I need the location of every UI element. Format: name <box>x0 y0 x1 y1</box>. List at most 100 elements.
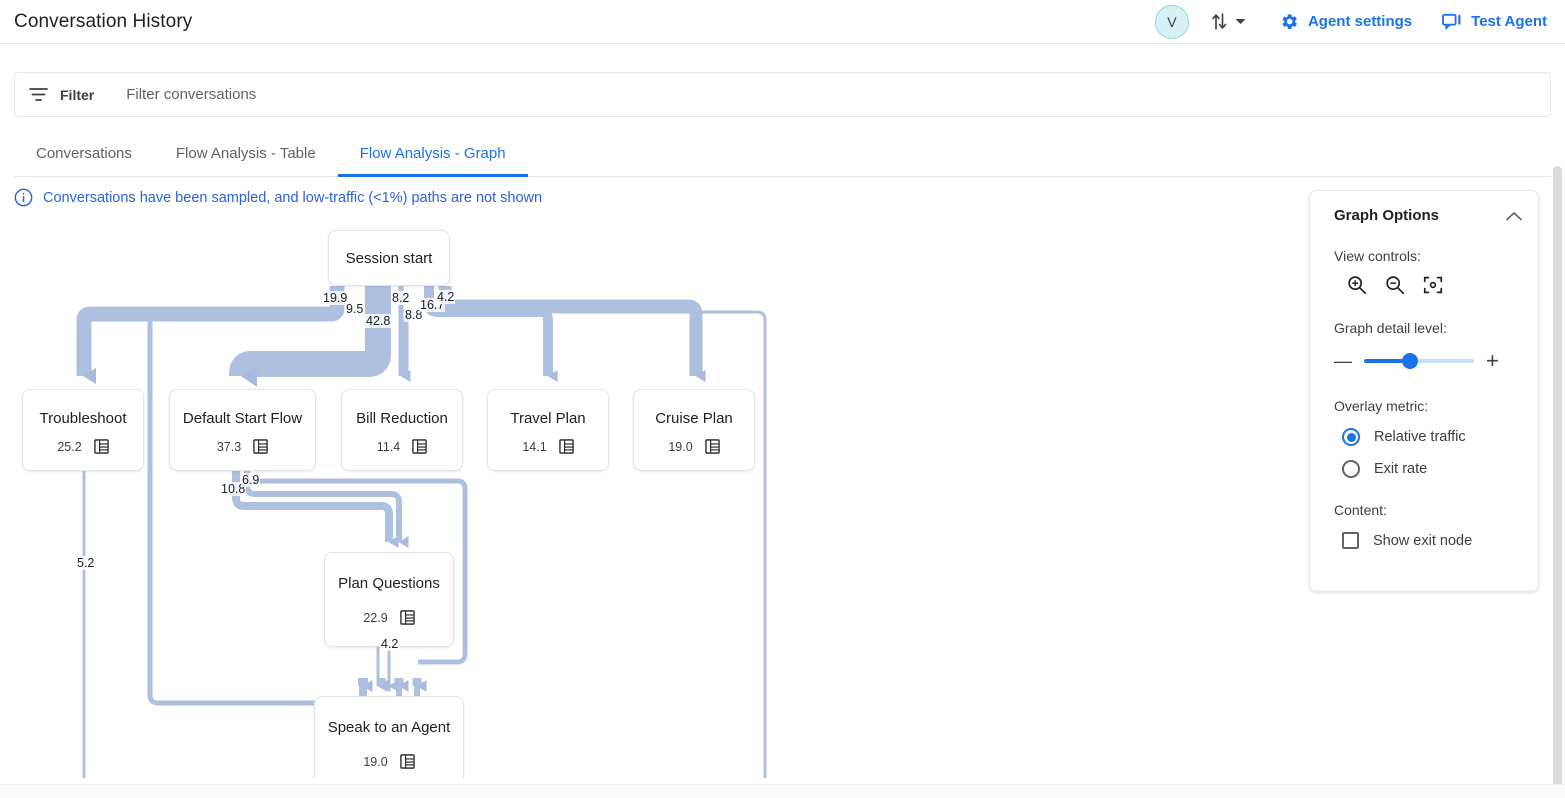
node-value: 19.0 <box>363 754 388 769</box>
node-meta: 19.0 <box>668 439 720 454</box>
info-icon <box>14 188 33 207</box>
checkbox-show-exit-node[interactable]: Show exit node <box>1342 532 1538 549</box>
radio-relative-traffic[interactable]: Relative traffic <box>1342 428 1538 446</box>
top-bar: Conversation History V Agent settings <box>0 0 1565 44</box>
sort-arrows-icon <box>1212 13 1227 30</box>
table-view-icon[interactable] <box>399 754 415 769</box>
test-agent-label: Test Agent <box>1471 13 1547 30</box>
zoom-in-icon[interactable] <box>1346 274 1368 296</box>
graph-options-panel: Graph Options View controls: Graph detai… <box>1309 190 1539 592</box>
vertical-scrollbar[interactable] <box>1553 166 1562 794</box>
fit-to-screen-icon[interactable] <box>1422 274 1444 296</box>
filter-label: Filter <box>60 86 95 103</box>
tab-flow-analysis-graph[interactable]: Flow Analysis - Graph <box>337 133 528 177</box>
edge-label: 42.8 <box>365 314 392 328</box>
node-meta: 22.9 <box>363 610 415 625</box>
view-controls-label: View controls: <box>1334 248 1421 264</box>
node-value: 19.0 <box>668 439 693 454</box>
overlay-metric-label: Overlay metric: <box>1334 398 1429 414</box>
node-meta: 37.3 <box>217 439 268 454</box>
table-view-icon[interactable] <box>558 439 574 454</box>
flow-graph-canvas[interactable]: Session start Troubleshoot 25.2 Default … <box>0 178 1545 778</box>
graph-detail-slider-row: — + <box>1334 348 1538 374</box>
graph-node-session-start[interactable]: Session start <box>328 230 450 286</box>
graph-options-header[interactable]: Graph Options <box>1310 207 1538 224</box>
edge-label: 9.5 <box>345 302 365 316</box>
edge-label: 4.2 <box>436 290 456 304</box>
content-label: Content: <box>1334 502 1387 518</box>
sampling-notice-text: Conversations have been sampled, and low… <box>43 189 543 206</box>
radio-icon[interactable] <box>1342 428 1360 446</box>
graph-detail-level-label: Graph detail level: <box>1334 320 1447 336</box>
graph-detail-slider[interactable] <box>1364 353 1474 369</box>
radio-label: Relative traffic <box>1374 429 1466 445</box>
sort-control[interactable] <box>1211 12 1246 31</box>
node-meta: 11.4 <box>377 439 427 454</box>
zoom-out-icon[interactable] <box>1384 274 1406 296</box>
graph-options-title: Graph Options <box>1334 207 1439 224</box>
node-value: 14.1 <box>522 439 547 454</box>
tab-bar: Conversations Flow Analysis - Table Flow… <box>14 133 1551 177</box>
edge-label: 5.2 <box>76 556 96 570</box>
tab-flow-analysis-table[interactable]: Flow Analysis - Table <box>175 145 316 162</box>
node-label: Travel Plan <box>510 410 586 427</box>
filter-icon[interactable] <box>29 87 48 102</box>
slider-fill <box>1364 359 1410 363</box>
node-meta: 14.1 <box>522 439 574 454</box>
test-agent-button[interactable]: Test Agent <box>1442 13 1547 31</box>
table-view-icon[interactable] <box>704 439 720 454</box>
table-view-icon[interactable] <box>93 439 109 454</box>
node-label: Bill Reduction <box>356 410 448 427</box>
edge-label: 6.9 <box>241 473 261 487</box>
edge-label: 10.8 <box>220 482 247 496</box>
edge-label: 4.2 <box>380 637 400 651</box>
node-value: 11.4 <box>376 439 401 454</box>
node-meta: 19.0 <box>363 754 415 769</box>
node-label: Session start <box>345 249 433 267</box>
node-value: 37.3 <box>216 439 242 454</box>
sampling-notice: Conversations have been sampled, and low… <box>14 188 542 207</box>
tab-conversations[interactable]: Conversations <box>36 145 132 162</box>
edge-label: 8.2 <box>391 291 411 305</box>
radio-label: Exit rate <box>1374 461 1428 477</box>
checkbox-icon[interactable] <box>1342 532 1359 549</box>
graph-node-default-start-flow[interactable]: Default Start Flow 37.3 <box>169 389 316 471</box>
avatar-initial: V <box>1167 13 1177 30</box>
node-value: 25.2 <box>57 439 82 454</box>
agent-settings-label: Agent settings <box>1307 13 1413 30</box>
checkbox-label: Show exit node <box>1373 532 1473 549</box>
detail-decrease-button[interactable]: — <box>1334 350 1352 371</box>
node-label: Cruise Plan <box>655 410 733 427</box>
chevron-up-icon[interactable] <box>1506 211 1522 221</box>
graph-node-plan-questions[interactable]: Plan Questions 22.9 <box>324 552 454 647</box>
node-label: Troubleshoot <box>39 410 127 427</box>
avatar[interactable]: V <box>1154 4 1189 39</box>
edge-label: 19.9 <box>322 291 349 305</box>
table-view-icon[interactable] <box>412 439 427 454</box>
chat-bubble-icon <box>1442 13 1461 29</box>
agent-settings-button[interactable]: Agent settings <box>1280 12 1412 31</box>
filter-input[interactable] <box>124 85 625 104</box>
table-view-icon[interactable] <box>253 439 268 454</box>
page-title: Conversation History <box>14 10 193 32</box>
graph-node-travel-plan[interactable]: Travel Plan 14.1 <box>487 389 609 471</box>
view-controls <box>1346 274 1538 296</box>
radio-exit-rate[interactable]: Exit rate <box>1342 460 1538 478</box>
top-bar-actions: V Agent settings Test Agent <box>1154 0 1565 43</box>
slider-knob[interactable] <box>1402 353 1418 369</box>
graph-node-troubleshoot[interactable]: Troubleshoot 25.2 <box>22 389 144 471</box>
bottom-strip <box>0 784 1565 798</box>
node-label: Plan Questions <box>338 575 440 592</box>
node-meta: 25.2 <box>57 439 109 454</box>
detail-increase-button[interactable]: + <box>1486 348 1499 373</box>
chevron-down-icon <box>1235 19 1246 24</box>
filter-bar: Filter <box>14 72 1551 117</box>
node-label: Default Start Flow <box>182 410 303 427</box>
node-value: 22.9 <box>363 610 388 625</box>
graph-node-bill-reduction[interactable]: Bill Reduction 11.4 <box>341 389 463 471</box>
table-view-icon[interactable] <box>399 610 415 625</box>
edge-label: 8.8 <box>404 308 424 322</box>
radio-icon[interactable] <box>1342 460 1360 478</box>
graph-node-speak-to-an-agent[interactable]: Speak to an Agent 19.0 <box>314 696 464 778</box>
graph-node-cruise-plan[interactable]: Cruise Plan 19.0 <box>633 389 755 471</box>
